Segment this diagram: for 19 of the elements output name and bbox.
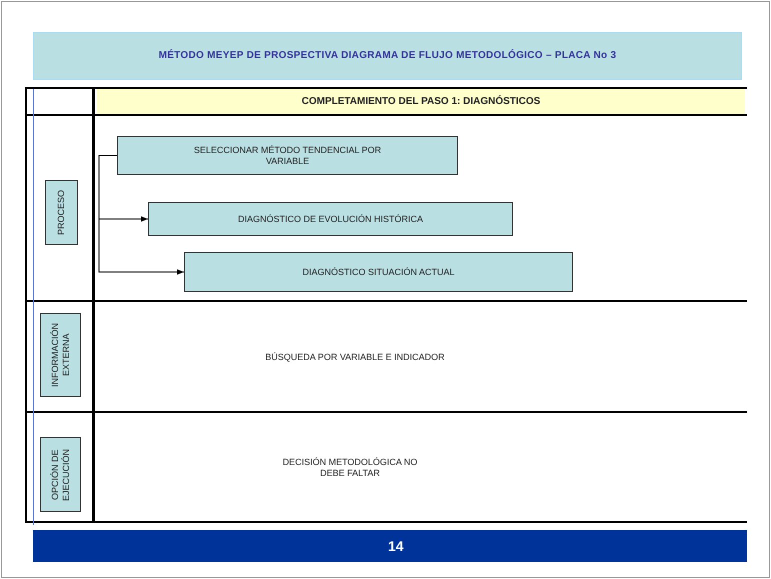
process-box xyxy=(148,202,513,236)
lane-label: OPCIÓN DE EJECUCIÓN xyxy=(50,448,72,503)
lane-note: BÚSQUEDA POR VARIABLE E INDICADOR xyxy=(264,352,446,363)
process-box xyxy=(117,136,458,175)
process-text: DIAGNÓSTICO DE EVOLUCIÓN HISTÓRICA xyxy=(238,214,424,224)
lane-label: PROCESO xyxy=(56,190,67,235)
page-number: 14 xyxy=(388,538,404,554)
lane-label-box xyxy=(40,313,81,397)
lane-label-box xyxy=(40,437,81,512)
lane-note: DECISIÓN METODOLÓGICA NO DEBE FALTAR xyxy=(282,457,418,479)
process-text: COMPLETAMIENTO DEL PASO 1: DIAGNÓSTICOS xyxy=(302,96,540,107)
title-band: MÉTODO MEYEP DE PROSPECTIVA DIAGRAMA DE FLUJO METODOLÓGICO – PLACA No 3 xyxy=(33,32,742,80)
process-text: DIAGNÓSTICO SITUACIÓN ACTUAL xyxy=(302,266,455,278)
process-text: SELECCIONAR MÉTODO TENDENCIAL POR VARIABLE xyxy=(192,144,382,166)
lane-label: INFORMACIÓN EXTERNA xyxy=(50,322,72,389)
section-header-band xyxy=(97,89,745,114)
lane-label-box xyxy=(45,180,78,245)
process-box xyxy=(184,252,573,292)
connector-arrow xyxy=(98,155,184,275)
